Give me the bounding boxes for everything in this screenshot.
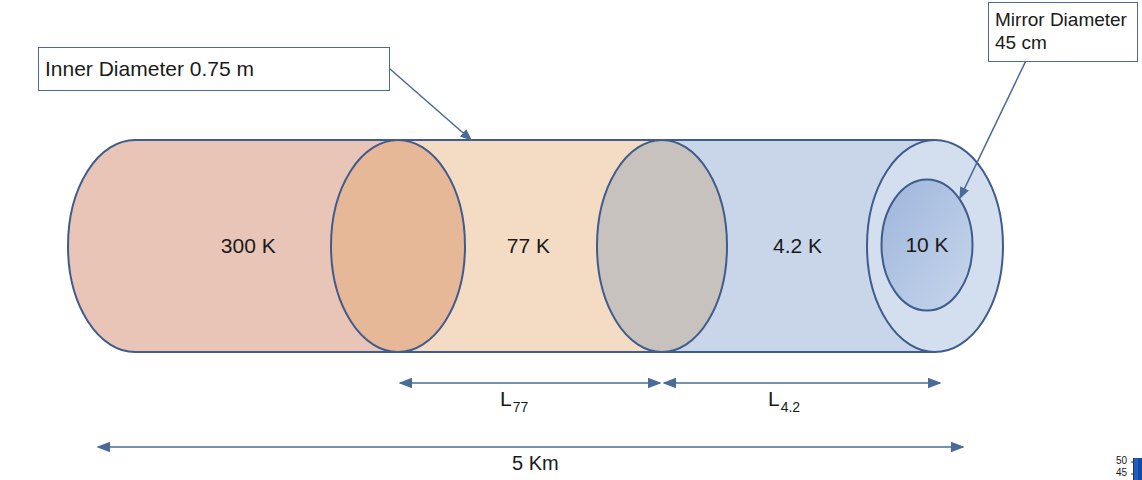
dimension-line bbox=[664, 382, 940, 384]
leader-line bbox=[390, 69, 471, 140]
dimension-subscript: 4.2 bbox=[781, 399, 800, 415]
shield-boundary bbox=[331, 140, 465, 352]
temperature-label: 4.2 K bbox=[773, 234, 822, 258]
axis-label: 50 bbox=[1116, 455, 1127, 467]
shield-boundary bbox=[597, 140, 727, 352]
axis-line bbox=[1133, 458, 1134, 480]
axis-label: 45 bbox=[1116, 467, 1127, 479]
temperature-section: 300 K bbox=[140, 140, 330, 352]
leader-line bbox=[960, 62, 1026, 199]
callout-box: Mirror Diameter 45 cm bbox=[988, 2, 1138, 62]
dimension-label: L bbox=[500, 387, 512, 411]
callout-box: Inner Diameter 0.75 m bbox=[38, 47, 390, 91]
temperature-label: 77 K bbox=[507, 234, 550, 258]
callout-text: Mirror Diameter 45 cm bbox=[995, 9, 1131, 55]
tube-outline bbox=[68, 140, 935, 352]
mirror-outline bbox=[882, 180, 973, 311]
temperature-section: 4.2 K 10 K bbox=[730, 140, 1000, 352]
temperature-label: 10 K bbox=[905, 233, 948, 257]
mirror-disc: 10 K bbox=[880, 178, 974, 312]
callout-text: Inner Diameter 0.75 m bbox=[45, 56, 254, 81]
temperature-label: 300 K bbox=[221, 234, 276, 258]
dimension-line bbox=[400, 382, 660, 384]
dimension-subscript: 77 bbox=[513, 399, 529, 415]
tube-end bbox=[867, 140, 1003, 352]
chart-fragment bbox=[1138, 458, 1142, 480]
dimension-label: 5 Km bbox=[512, 452, 559, 475]
temperature-section: 77 K bbox=[466, 140, 596, 352]
chart-fragment bbox=[1134, 458, 1142, 480]
dimension-line bbox=[98, 446, 963, 448]
dimension-label: L bbox=[768, 387, 780, 411]
